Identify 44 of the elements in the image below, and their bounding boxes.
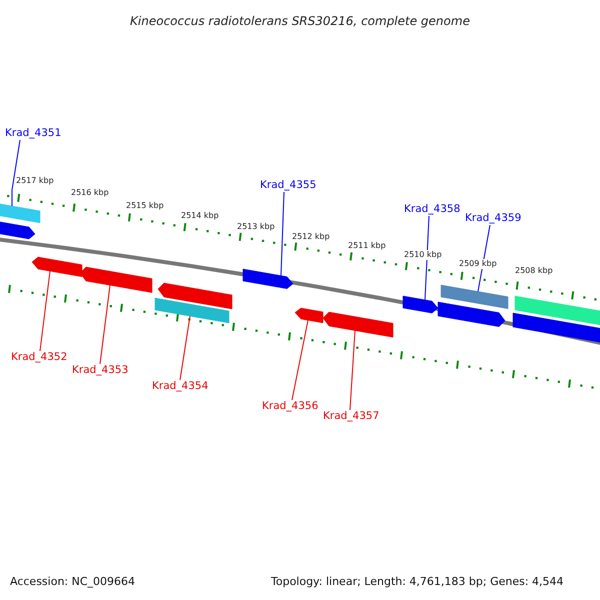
gene-feature (438, 302, 506, 327)
gene-label: Krad_4352 (11, 351, 68, 364)
gene-label: Krad_4356 (262, 400, 318, 413)
gene-label: Krad_4351 (5, 127, 62, 140)
gene-feature (514, 296, 600, 326)
gene-label: Krad_4358 (404, 203, 460, 216)
gene-feature (322, 312, 394, 338)
gene-label: Krad_4357 (323, 410, 380, 423)
gene-feature (242, 268, 294, 289)
gene-feature (0, 220, 36, 240)
scale-label: 2509 kbp (459, 259, 497, 269)
scale-label: 2515 kbp (126, 201, 164, 211)
scale-label: 2510 kbp (404, 250, 442, 260)
scale-label: 2511 kbp (348, 241, 386, 251)
scale-label: 2514 kbp (181, 211, 219, 221)
gene-feature (402, 296, 438, 314)
gene-feature (32, 256, 82, 277)
leader-line (280, 192, 284, 276)
leader-line (292, 320, 308, 400)
title: Kineococcus radiotolerans SRS30216, complete genome (130, 14, 470, 28)
leader-line (12, 140, 20, 206)
gene-feature (294, 308, 324, 324)
gene-feature (0, 202, 40, 224)
scale-label: 2517 kbp (16, 176, 54, 186)
gene-feature (440, 284, 508, 309)
leader-line (350, 330, 356, 410)
gene-label: Krad_4359 (465, 212, 522, 225)
leader-line (180, 316, 190, 380)
gene-feature (158, 282, 232, 310)
leader-line (424, 216, 430, 300)
genome-info-text: Topology: linear; Length: 4,761,183 bp; Genes: 4,544 (271, 575, 564, 589)
gene-feature (512, 312, 600, 344)
gene-label: Krad_4355 (260, 179, 316, 192)
accession-text: Accession: NC_009664 (10, 575, 136, 589)
scale-label: 2513 kbp (237, 222, 275, 232)
scale-label: 2508 kbp (515, 266, 553, 276)
gene-label: Krad_4353 (72, 364, 128, 377)
gene-feature (154, 298, 230, 324)
scale-label: 2512 kbp (292, 232, 330, 242)
leader-line (100, 284, 110, 364)
scale-label: 2516 kbp (71, 188, 109, 198)
gene-label: Krad_4354 (152, 380, 208, 393)
gene-feature (80, 266, 152, 293)
leader-line (40, 270, 50, 352)
